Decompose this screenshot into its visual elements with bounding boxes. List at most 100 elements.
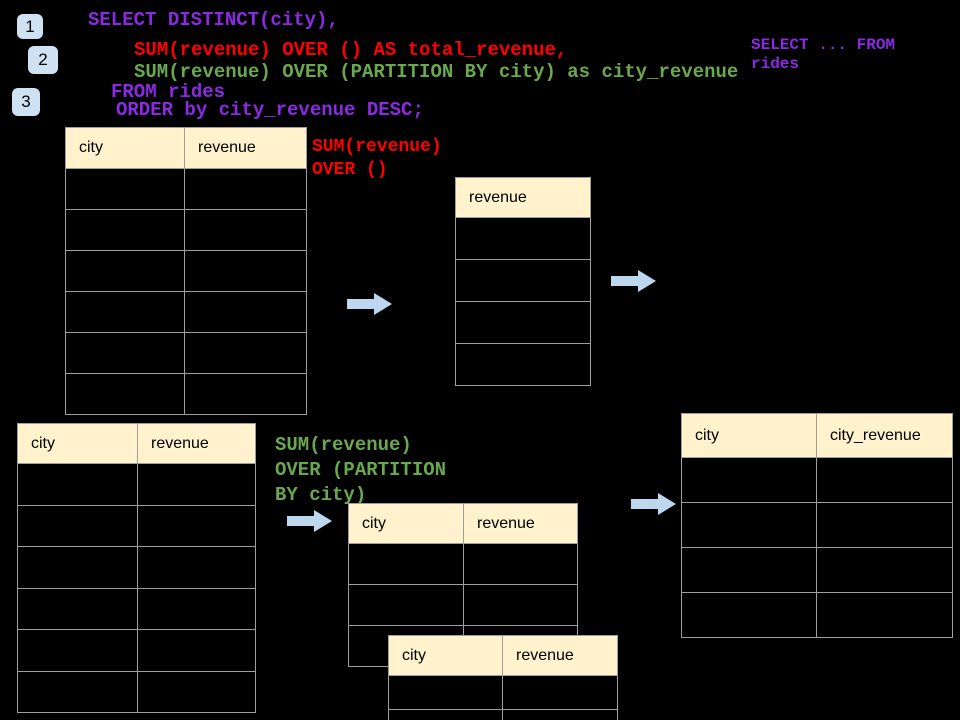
- table-cell-empty: [18, 671, 138, 713]
- step-badge-2: 2: [28, 46, 58, 74]
- table-row: [456, 260, 591, 302]
- table-cell-empty: [817, 593, 953, 638]
- table-cell-empty: [138, 630, 256, 672]
- table-cell-empty: [18, 464, 138, 506]
- table-row: [66, 374, 307, 415]
- table-cell-empty: [138, 588, 256, 630]
- table-cell-empty: [456, 260, 591, 302]
- right-arrow-icon: [347, 293, 392, 315]
- column-header-revenue: revenue: [464, 504, 578, 544]
- annotation-sum-over-empty: SUM(revenue) OVER (): [312, 136, 442, 182]
- table-row: [18, 547, 256, 589]
- table-cell-empty: [503, 676, 618, 710]
- table-row: [18, 505, 256, 547]
- table-row: [66, 169, 307, 210]
- table-header-row: city revenue: [389, 636, 618, 676]
- sql-line-sum-over-total: SUM(revenue) OVER () AS total_revenue,: [134, 39, 568, 61]
- annotation-partition-line3: BY city): [275, 484, 367, 506]
- table-cell-empty: [456, 218, 591, 260]
- annotation-partition-line2: OVER (PARTITION: [275, 459, 447, 481]
- table-row: [456, 218, 591, 260]
- column-header-revenue: revenue: [138, 424, 256, 464]
- table-row: [66, 210, 307, 251]
- column-header-city-revenue: city_revenue: [817, 414, 953, 458]
- right-arrow-icon: [611, 270, 656, 292]
- table-row: [66, 251, 307, 292]
- table-cell-empty: [185, 251, 307, 292]
- sql-line-sum-over-partition: SUM(revenue) OVER (PARTITION BY city) as…: [134, 61, 739, 83]
- table-cell-empty: [817, 458, 953, 503]
- table-cell-empty: [682, 503, 817, 548]
- table-cell-empty: [66, 210, 185, 251]
- table-row: [389, 710, 618, 720]
- table-row: [682, 593, 953, 638]
- table-row: [66, 333, 307, 374]
- table-cell-empty: [66, 251, 185, 292]
- table-header-row: city revenue: [349, 504, 578, 544]
- table-cell-empty: [682, 593, 817, 638]
- table-partition-city-overlay: city revenue: [388, 635, 618, 720]
- side-note-line1: SELECT ... FROM: [751, 36, 896, 54]
- table-header-row: city revenue: [18, 424, 256, 464]
- column-header-city: city: [66, 128, 185, 169]
- table-cell-empty: [464, 585, 578, 626]
- column-header-revenue: revenue: [456, 178, 591, 218]
- table-cell-empty: [185, 333, 307, 374]
- annotation-total-line1: SUM(revenue): [312, 137, 442, 157]
- table-cell-empty: [682, 458, 817, 503]
- table-cell-empty: [66, 292, 185, 333]
- annotation-total-line2: OVER (): [312, 160, 388, 180]
- table-cell-empty: [349, 585, 464, 626]
- table-row: [682, 548, 953, 593]
- table-cell-empty: [18, 588, 138, 630]
- side-note-line2: rides: [751, 55, 800, 73]
- step-badge-3: 3: [12, 88, 40, 116]
- table-cell-empty: [18, 630, 138, 672]
- table-cell-empty: [349, 544, 464, 585]
- annotation-sum-over-partition: SUM(revenue) OVER (PARTITION BY city): [275, 433, 446, 508]
- table-cell-empty: [138, 505, 256, 547]
- table-cell-empty: [66, 333, 185, 374]
- table-cell-empty: [185, 374, 307, 415]
- table-cell-empty: [66, 169, 185, 210]
- table-source-rides-bottom: city revenue: [17, 423, 256, 713]
- table-cell-empty: [18, 505, 138, 547]
- table-row: [682, 503, 953, 548]
- table-source-rides-top: city revenue: [65, 127, 307, 415]
- step-badge-1: 1: [17, 14, 43, 39]
- table-cell-empty: [464, 544, 578, 585]
- sql-line-select-distinct: SELECT DISTINCT(city),: [88, 9, 339, 31]
- right-arrow-icon: [287, 510, 332, 532]
- table-cell-empty: [18, 547, 138, 589]
- right-arrow-icon: [631, 493, 676, 515]
- side-note-select-from-rides: SELECT ... FROM rides: [751, 36, 895, 74]
- table-row: [66, 292, 307, 333]
- table-cell-empty: [456, 344, 591, 386]
- table-cell-empty: [503, 710, 618, 720]
- table-header-row: city revenue: [66, 128, 307, 169]
- table-row: [682, 458, 953, 503]
- table-cell-empty: [138, 671, 256, 713]
- table-revenue-only: revenue: [455, 177, 591, 386]
- table-cell-empty: [817, 548, 953, 593]
- table-row: [349, 585, 578, 626]
- table-header-row: city city_revenue: [682, 414, 953, 458]
- table-cell-empty: [456, 302, 591, 344]
- table-row: [18, 630, 256, 672]
- column-header-city: city: [18, 424, 138, 464]
- table-cell-empty: [389, 710, 503, 720]
- column-header-revenue: revenue: [185, 128, 307, 169]
- table-result-city-revenue: city city_revenue: [681, 413, 953, 638]
- column-header-city: city: [389, 636, 503, 676]
- table-cell-empty: [817, 503, 953, 548]
- sql-line-from: FROM rides: [111, 81, 226, 103]
- table-cell-empty: [682, 548, 817, 593]
- column-header-revenue: revenue: [503, 636, 618, 676]
- sql-line-order-by: ORDER by city_revenue DESC;: [116, 99, 424, 121]
- table-header-row: revenue: [456, 178, 591, 218]
- table-cell-empty: [389, 676, 503, 710]
- table-row: [349, 544, 578, 585]
- table-row: [389, 676, 618, 710]
- table-cell-empty: [138, 547, 256, 589]
